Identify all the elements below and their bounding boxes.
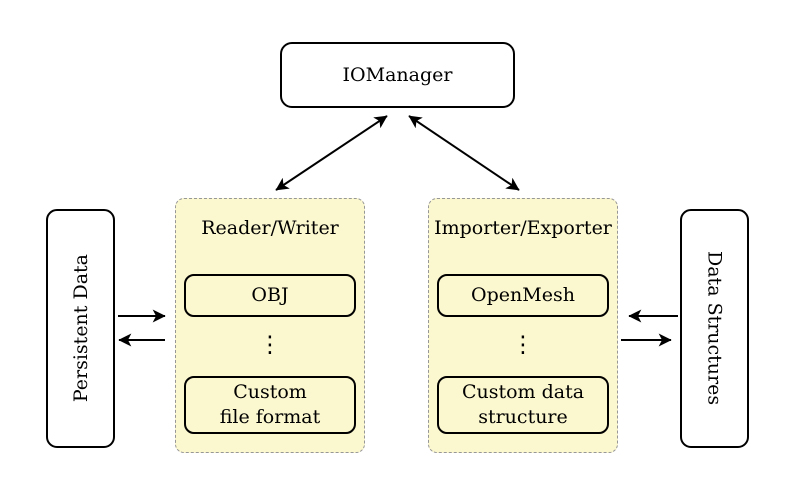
persistent-data-label: Persistent Data: [69, 254, 92, 403]
vertical-ellipsis: ⋮: [511, 332, 535, 358]
obj-box: OBJ: [184, 274, 356, 317]
persistent-data-box: Persistent Data: [46, 209, 115, 448]
importer-exporter-title: Importer/Exporter: [434, 217, 612, 239]
openmesh-box: OpenMesh: [437, 274, 609, 317]
custom-data-structure-line2: structure: [478, 406, 568, 428]
reader-writer-title: Reader/Writer: [201, 217, 339, 239]
openmesh-label: OpenMesh: [471, 284, 575, 306]
iomanager-label: IOManager: [342, 64, 453, 86]
custom-data-structure-line1: Custom data: [461, 381, 585, 403]
custom-file-format-line1: Custom: [233, 381, 307, 403]
custom-data-structure-box: Custom data structure: [437, 376, 609, 434]
arrow-iomanager-reader-writer: [275, 115, 388, 191]
data-structures-box: Data Structures: [680, 209, 749, 448]
custom-file-format-line2: file format: [219, 406, 321, 428]
arrow-iomanager-importer-exporter: [408, 115, 520, 191]
reader-writer-group: Reader/Writer OBJ ⋮ Custom file format: [175, 198, 365, 453]
data-structures-label: Data Structures: [703, 251, 726, 406]
obj-label: OBJ: [251, 284, 289, 306]
custom-file-format-box: Custom file format: [184, 376, 356, 434]
vertical-ellipsis: ⋮: [258, 332, 282, 358]
importer-exporter-group: Importer/Exporter OpenMesh ⋮ Custom data…: [428, 198, 618, 453]
iomanager-box: IOManager: [280, 42, 515, 108]
